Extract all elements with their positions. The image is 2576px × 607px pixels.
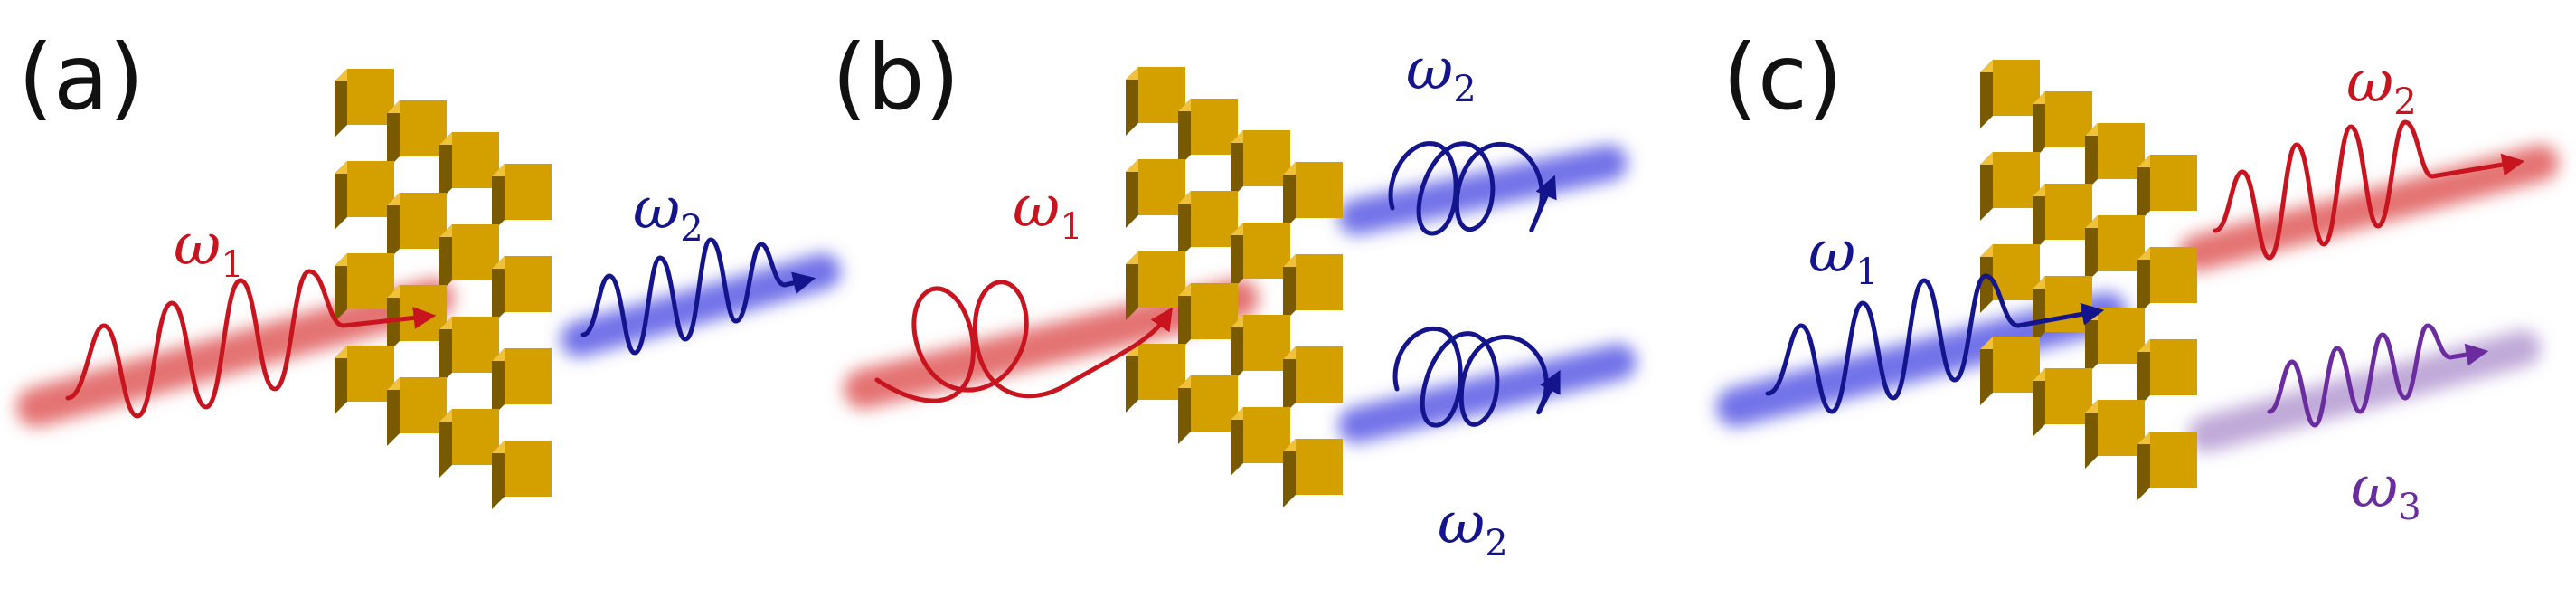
metasurface-block [335,69,394,138]
metasurface-block [1283,162,1343,231]
metasurface-block [335,253,394,322]
metasurface-block [1231,315,1290,384]
metasurface-block [1126,344,1185,413]
linear-polarized-wave-icon [2267,323,2489,428]
metasurface-block [387,377,447,446]
metasurface-block [1231,130,1290,199]
metasurface-block [1231,407,1290,476]
metasurface-block [1283,254,1343,323]
panel-label: (a) [18,24,144,130]
metasurface-block [439,409,499,478]
frequency-label-omega1: ω1 [1013,174,1083,248]
metasurface-block [335,346,394,414]
metasurface-block [2085,400,2145,469]
frequency-label-omega2: ω2 [2346,49,2417,123]
metasurface-block [492,164,552,232]
metasurface-block [1126,159,1185,228]
metasurface-block [439,132,499,201]
metasurface-block [1126,251,1185,320]
metasurface-array-icon [335,69,552,509]
metasurface-block [1980,152,2040,221]
metasurface-block [1126,67,1185,136]
output-beam-upper [1338,145,1628,235]
metasurface-block [2033,184,2092,252]
frequency-label-omega3: ω3 [2351,454,2421,528]
frequency-label-omega2-upper: ω2 [1406,36,1477,110]
panel-a: (a) ω1 ω2 [16,24,841,509]
metasurface-block [439,224,499,293]
linear-polarized-wave-icon [1765,273,2105,414]
frequency-label-omega2: ω2 [633,175,703,250]
metasurface-block [1178,99,1238,167]
panel-c: (c) ω1 ω2 ω3 [1716,24,2559,528]
metasurface-array-icon [1980,60,2197,500]
metasurface-block [1980,337,2040,405]
metasurface-block [2033,368,2092,437]
metasurface-block [387,285,447,354]
metasurface-block [2137,432,2197,500]
input-beam [844,279,1259,409]
metasurface-block [1178,375,1238,444]
metasurface-block [2033,91,2092,160]
frequency-label-omega1: ω1 [174,212,244,286]
metasurface-block [387,100,447,169]
metasurface-block [2137,155,2197,223]
metasurface-block [2085,215,2145,284]
metasurface-block [2085,123,2145,192]
output-beam-lower [2188,330,2541,452]
metasurface-block [387,193,447,261]
circular-polarized-wave-icon [1392,326,1561,428]
metasurface-block [1980,60,2040,128]
metasurface-array-icon [1126,67,1343,507]
metasurface-block [439,317,499,385]
metasurface-block [1283,346,1343,415]
linear-polarized-wave-icon [580,237,816,356]
metasurface-block [2085,308,2145,376]
metasurface-block [1231,223,1290,291]
metasurface-block [1283,439,1343,507]
frequency-label-omega1: ω1 [1808,219,1879,293]
metasurface-block [492,348,552,417]
metasurface-block [335,161,394,230]
metasurface-block [2137,247,2197,316]
metasurface-block [1178,283,1238,352]
panel-b: (b) ω1 ω2 ω2 [832,24,1637,564]
metasurface-block [492,441,552,509]
output-beam-lower [1338,344,1637,443]
metasurface-block [492,256,552,325]
circular-polarized-wave-icon [1388,141,1557,236]
metasurface-block [2137,339,2197,408]
frequency-label-omega2-lower: ω2 [1438,490,1508,564]
panel-label: (c) [1722,24,1843,130]
linear-polarized-wave-icon [2213,119,2525,261]
input-beam [16,279,454,427]
linear-polarized-wave-icon [65,269,437,419]
panel-label: (b) [832,24,960,130]
metasurface-block [1980,244,2040,313]
metasurface-block [1178,191,1238,260]
circular-polarized-wave-icon [874,280,1173,403]
